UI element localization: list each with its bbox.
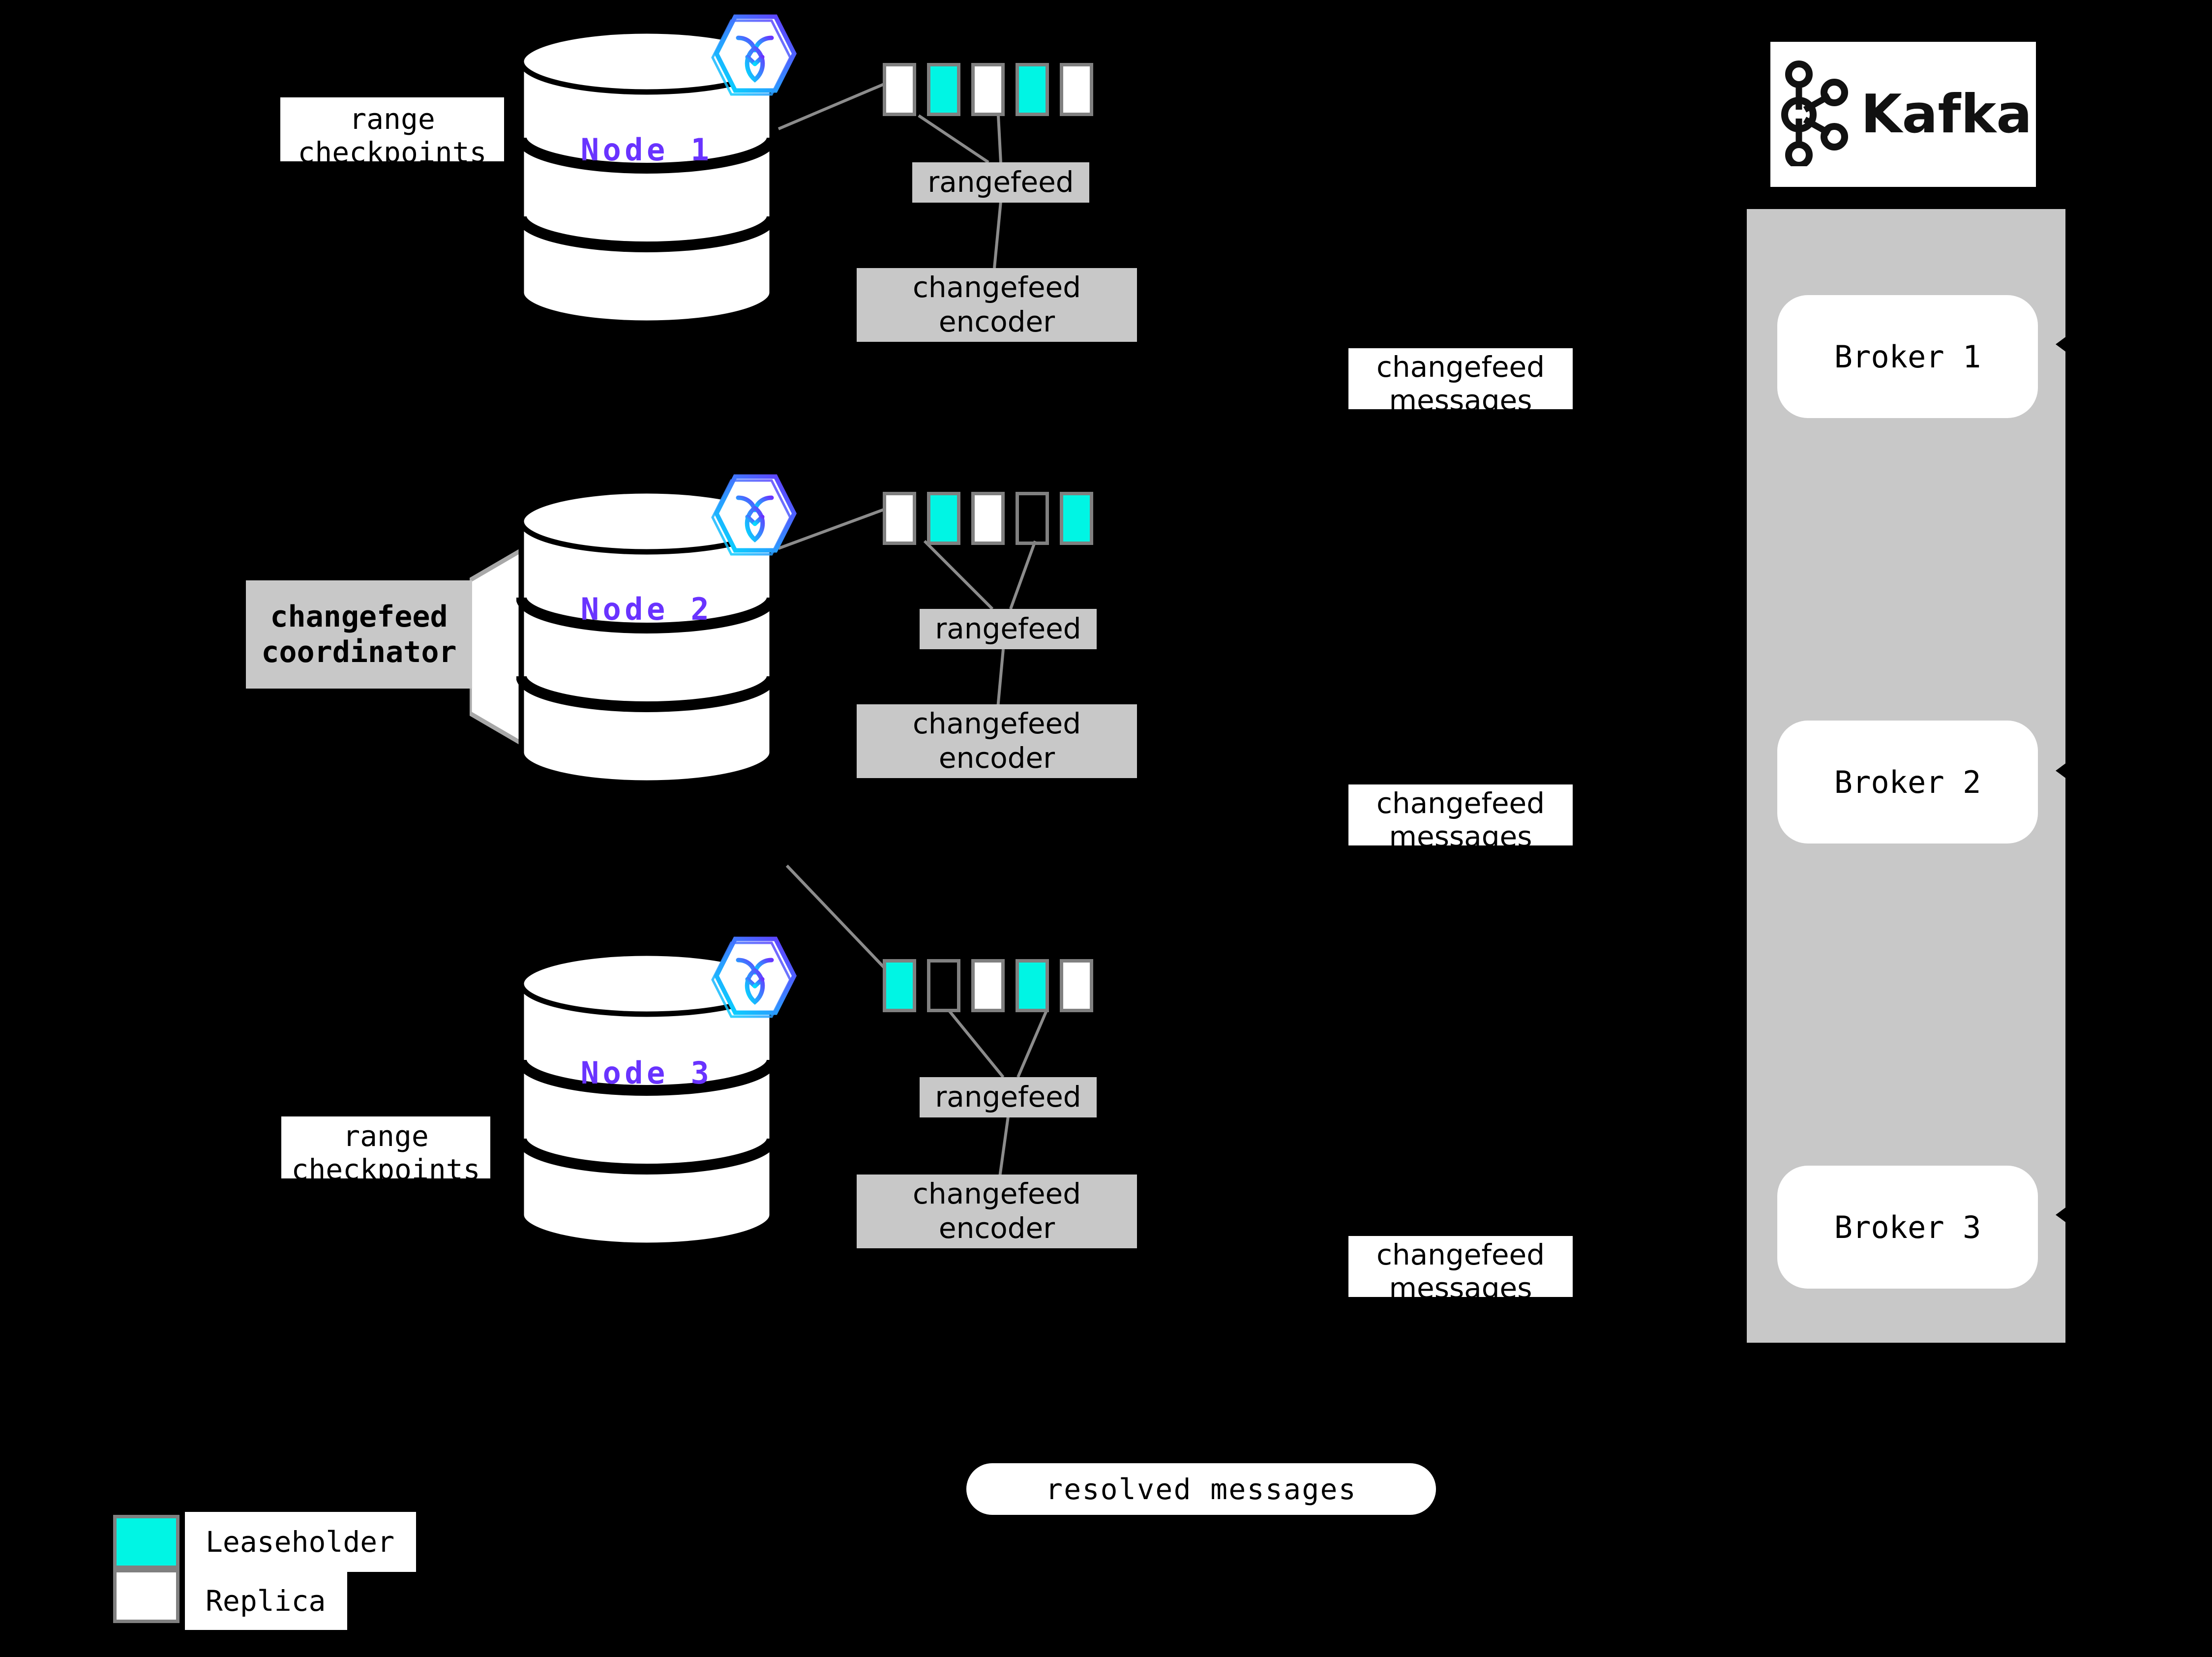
broker-label: Broker 1 (1834, 338, 1981, 375)
legend-label-replica: Replica (185, 1572, 347, 1630)
node-cylinder-2 (516, 487, 777, 787)
broker-box-3[interactable]: Broker 3 (1777, 1166, 2038, 1289)
range-box[interactable] (1016, 63, 1049, 116)
rangefeed-label: rangefeed (935, 1080, 1081, 1114)
encoder-label-line1: changefeed (912, 1177, 1081, 1211)
range-box[interactable] (883, 959, 916, 1012)
kafka-logo-box: Kafka (1770, 42, 2036, 187)
range-box[interactable] (927, 63, 960, 116)
rangefeed-box-node2[interactable]: rangefeed (920, 609, 1097, 649)
coordinator-label-line1: changefeed (270, 600, 448, 634)
node-label-1: Node 1 (580, 132, 713, 168)
range-checkpoints-line1: range (343, 1119, 429, 1153)
rangefeed-box-node1[interactable]: rangefeed (912, 162, 1089, 203)
range-row-node1 (883, 63, 1093, 116)
changefeed-coordinator-box[interactable]: changefeed coordinator (246, 580, 472, 689)
range-box[interactable] (1016, 959, 1049, 1012)
changefeed-messages-line1: changefeed (1376, 786, 1545, 820)
range-checkpoints-line1: range (349, 102, 435, 136)
range-box[interactable] (1016, 492, 1049, 545)
kafka-wordmark: Kafka (1860, 83, 2033, 145)
changefeed-messages-line2: messages (1389, 1271, 1532, 1297)
range-checkpoints-label-node1: range checkpoints (280, 97, 504, 161)
changefeed-messages-label-1: changefeed messages (1348, 348, 1573, 409)
node-cylinder-3 (516, 949, 777, 1249)
cockroachdb-logo-icon-1 (710, 10, 798, 99)
range-box[interactable] (927, 492, 960, 545)
cockroachdb-logo-icon-3 (710, 932, 798, 1022)
node-label-3: Node 3 (580, 1055, 713, 1091)
changefeed-encoder-box-node3[interactable]: changefeed encoder (857, 1175, 1137, 1248)
legend-text: Leaseholder (206, 1525, 395, 1559)
range-box[interactable] (971, 63, 1005, 116)
legend-swatch-replica (113, 1569, 179, 1623)
resolved-messages-pill[interactable]: resolved messages (966, 1463, 1436, 1515)
changefeed-messages-line1: changefeed (1376, 350, 1545, 384)
range-row-node3 (883, 959, 1093, 1012)
range-box[interactable] (1060, 63, 1093, 116)
broker-box-1[interactable]: Broker 1 (1777, 295, 2038, 418)
broker-box-2[interactable]: Broker 2 (1777, 721, 2038, 844)
broker-label: Broker 2 (1834, 764, 1981, 800)
changefeed-encoder-box-node2[interactable]: changefeed encoder (857, 704, 1137, 778)
range-box[interactable] (971, 959, 1005, 1012)
changefeed-messages-label-2: changefeed messages (1348, 784, 1573, 845)
range-box[interactable] (927, 959, 960, 1012)
encoder-label-line1: changefeed (912, 707, 1081, 741)
changefeed-messages-line2: messages (1389, 384, 1532, 409)
legend-text: Replica (206, 1584, 326, 1618)
encoder-label-line2: encoder (938, 305, 1055, 338)
resolved-messages-label: resolved messages (1045, 1472, 1357, 1506)
range-box[interactable] (1060, 492, 1093, 545)
broker-label: Broker 3 (1834, 1209, 1981, 1245)
range-checkpoints-line2: checkpoints (298, 136, 487, 161)
encoder-label-line1: changefeed (912, 271, 1081, 304)
encoder-label-line2: encoder (938, 741, 1055, 775)
changefeed-messages-label-3: changefeed messages (1348, 1236, 1573, 1297)
range-checkpoints-label-node3: range checkpoints (281, 1116, 490, 1178)
range-box[interactable] (1060, 959, 1093, 1012)
rangefeed-box-node3[interactable]: rangefeed (920, 1077, 1097, 1117)
node-cylinder-1 (516, 27, 777, 327)
legend-swatch-leaseholder (113, 1515, 179, 1569)
changefeed-messages-line1: changefeed (1376, 1238, 1545, 1271)
coordinator-label-line2: coordinator (261, 635, 457, 669)
changefeed-encoder-box-node1[interactable]: changefeed encoder (857, 268, 1137, 342)
cockroachdb-logo-icon-2 (710, 470, 798, 559)
range-box[interactable] (883, 63, 916, 116)
encoder-label-line2: encoder (938, 1211, 1055, 1245)
kafka-broker-panel: Broker 1 Broker 2 Broker 3 (1747, 209, 2065, 1343)
node-label-2: Node 2 (580, 591, 713, 627)
rangefeed-label: rangefeed (935, 612, 1081, 646)
legend-label-leaseholder: Leaseholder (185, 1512, 416, 1572)
kafka-icon (1774, 60, 1848, 169)
range-box[interactable] (971, 492, 1005, 545)
rangefeed-label: rangefeed (927, 165, 1074, 199)
changefeed-messages-line2: messages (1389, 820, 1532, 845)
range-row-node2 (883, 492, 1093, 545)
range-box[interactable] (883, 492, 916, 545)
range-checkpoints-line2: checkpoints (291, 1153, 480, 1178)
